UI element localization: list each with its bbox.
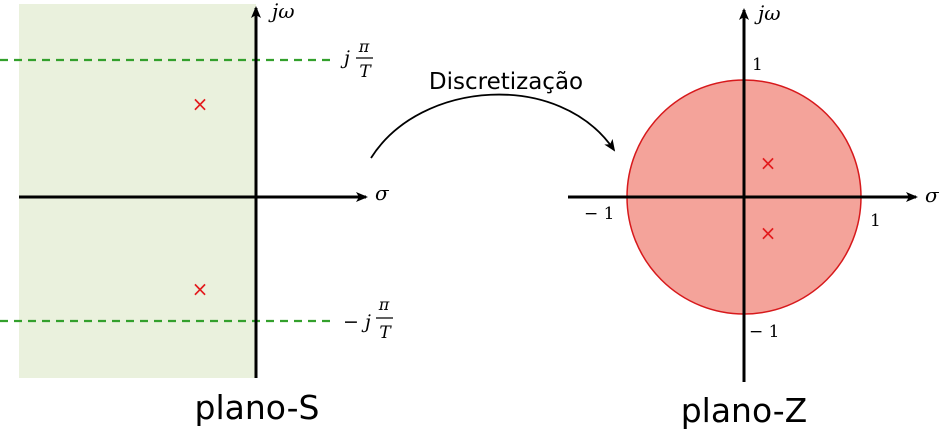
lower-bound-prefix: − j xyxy=(343,311,371,333)
z-plane-tick-bottom: − 1 xyxy=(749,322,779,342)
s-plane-lower-bound-label: − j π T xyxy=(343,295,393,343)
s-plane-imag-axis-label: jω xyxy=(268,0,295,23)
z-plane-pole-upper: × xyxy=(760,151,777,175)
z-plane: jω σ 1 − 1 − 1 1 × × plano-Z xyxy=(568,1,940,430)
z-plane-tick-right: 1 xyxy=(870,211,881,231)
s-plane-pole-upper: × xyxy=(192,92,209,116)
z-plane-tick-left: − 1 xyxy=(584,204,614,224)
upper-bound-numerator: π xyxy=(358,37,370,56)
s-plane-stable-region xyxy=(19,4,256,378)
s-plane-real-axis-label: σ xyxy=(375,181,390,205)
z-plane-tick-top: 1 xyxy=(752,55,763,75)
discretization-label: Discretização xyxy=(429,69,583,95)
z-plane-pole-lower: × xyxy=(760,221,777,245)
z-plane-imag-axis-label: jω xyxy=(754,1,781,25)
s-plane-pole-lower: × xyxy=(192,277,209,301)
upper-bound-denominator: T xyxy=(359,62,372,82)
s-plane-upper-bound-label: j π T xyxy=(340,37,373,82)
s-plane-label: plano-S xyxy=(195,388,320,427)
upper-bound-prefix: j xyxy=(340,47,350,69)
z-plane-real-axis-label: σ xyxy=(925,183,940,207)
s-plane: jω σ j π T − j π T × × plano-S xyxy=(0,0,393,427)
discretization-transform: Discretização xyxy=(370,69,616,159)
z-plane-label: plano-Z xyxy=(681,391,808,430)
lower-bound-denominator: T xyxy=(379,323,392,343)
lower-bound-numerator: π xyxy=(378,295,390,314)
discretization-arrow xyxy=(370,93,616,159)
